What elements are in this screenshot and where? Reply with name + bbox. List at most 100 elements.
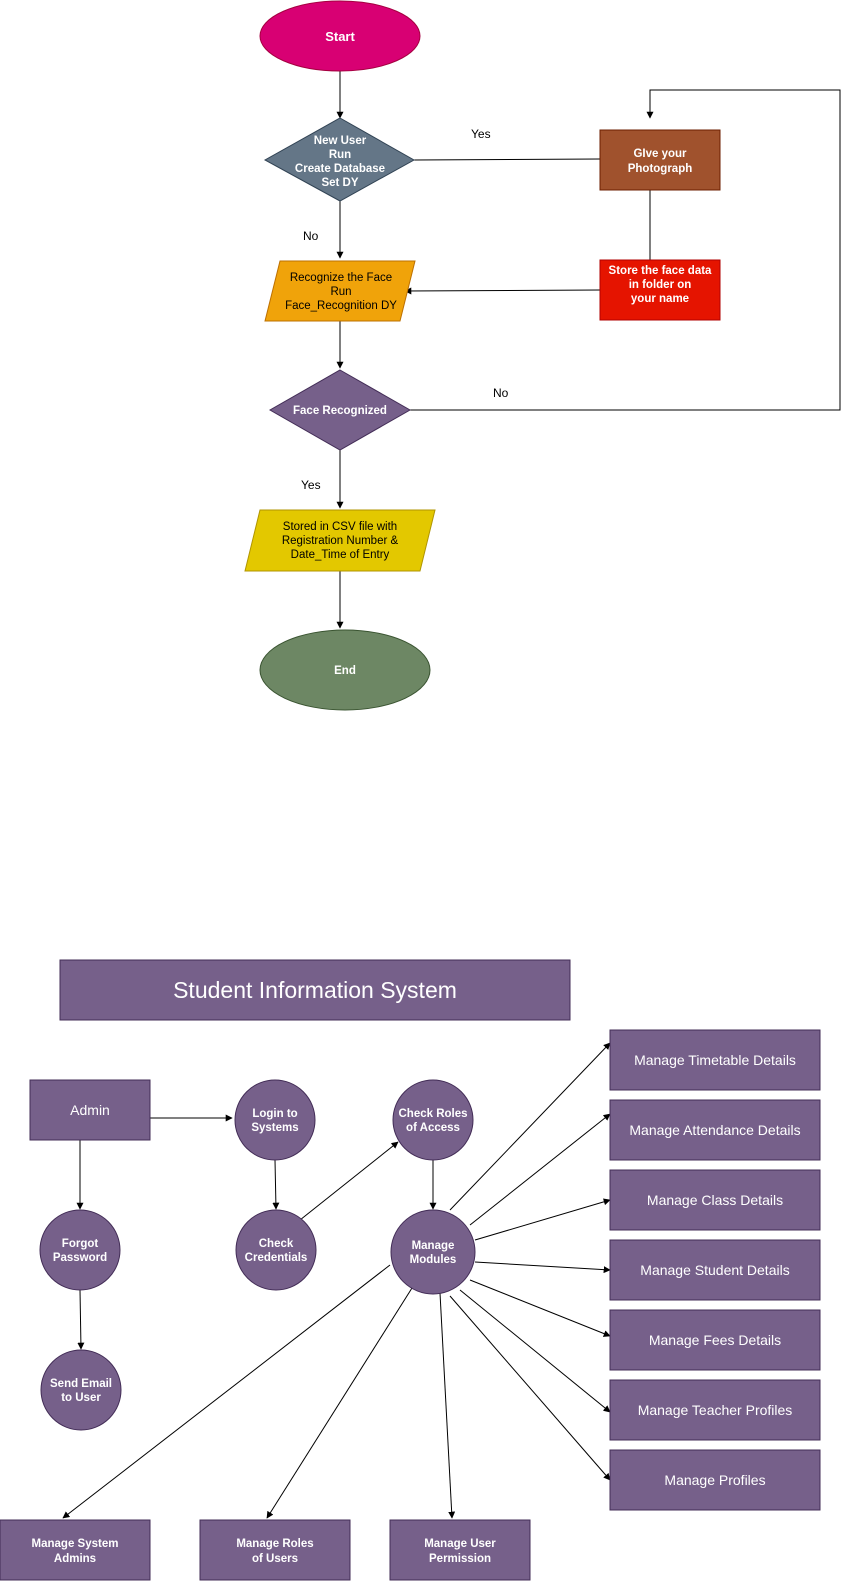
flowchart: Start New User Run Create Database Set D… xyxy=(244,0,841,711)
module-roles-users: Manage Roles of Users xyxy=(199,1519,351,1581)
arrow-store-to-recognize xyxy=(404,287,601,295)
store-face-rect xyxy=(599,259,721,321)
arrow-credentials-to-roles xyxy=(299,1141,399,1221)
module-fees: Manage Fees Details xyxy=(609,1309,821,1371)
face-recognized-decision: Face Recognized xyxy=(268,369,412,451)
arrow-modules-to-roles-users xyxy=(266,1287,413,1519)
end-ellipse xyxy=(259,629,431,711)
check-credentials-node: Check Credentials xyxy=(235,1209,317,1291)
module-class-label: Manage Class Details xyxy=(647,1192,783,1208)
sis-diagram: Student Information System Admin xyxy=(0,959,821,1581)
module-student: Manage Student Details xyxy=(609,1239,821,1301)
sis-title-box xyxy=(59,959,571,1021)
start-label: Start xyxy=(325,29,355,44)
module-system-admins-line-1: Manage System xyxy=(32,1538,119,1550)
edge-label-no-left: No xyxy=(303,229,319,243)
check-roles-node: Check Roles of Access xyxy=(392,1079,474,1161)
give-photo-node: GIve your Photograph xyxy=(599,129,721,191)
module-attendance-rect xyxy=(609,1099,821,1161)
module-profiles-rect xyxy=(609,1449,821,1511)
give-photo-line-2: Photograph xyxy=(628,163,693,175)
module-system-admins: Manage System Admins xyxy=(0,1519,151,1581)
edge-label-no-right: No xyxy=(493,386,509,400)
recognize-line-3: Face_Recognition DY xyxy=(285,300,397,312)
check-roles-line-1: Check Roles xyxy=(398,1108,467,1120)
manage-modules-line-1: Manage xyxy=(412,1240,455,1252)
module-user-permission-rect xyxy=(389,1519,531,1581)
check-credentials-line-2: Credentials xyxy=(245,1252,308,1264)
new-user-diamond xyxy=(263,117,416,202)
store-face-line-2: in folder on xyxy=(629,279,692,291)
recognize-line-1: Recognize the Face xyxy=(290,272,392,284)
module-teacher-label: Manage Teacher Profiles xyxy=(638,1402,793,1418)
edge-label-yes-bottom: Yes xyxy=(301,478,321,492)
stored-csv-line-1: Stored in CSV file with xyxy=(283,521,397,533)
module-roles-users-rect xyxy=(199,1519,351,1581)
module-profiles: Manage Profiles xyxy=(609,1449,821,1511)
check-credentials-circle xyxy=(235,1209,317,1291)
module-roles-users-line-2: of Users xyxy=(252,1553,298,1565)
module-roles-users-line-1: Manage Roles xyxy=(236,1538,313,1550)
module-user-permission: Manage User Permission xyxy=(389,1519,531,1581)
module-fees-label: Manage Fees Details xyxy=(649,1332,781,1348)
module-teacher-rect xyxy=(609,1379,821,1441)
arrow-forgot-to-email xyxy=(77,1289,85,1350)
bottom-modules: Manage System Admins Manage Roles of Use… xyxy=(0,1519,531,1581)
send-email-line-2: to User xyxy=(61,1392,101,1404)
module-timetable-rect xyxy=(609,1029,821,1091)
end-node: End xyxy=(259,629,431,711)
sis-title: Student Information System xyxy=(173,977,457,1003)
manage-modules-circle xyxy=(390,1209,476,1295)
module-profiles-label: Manage Profiles xyxy=(664,1472,765,1488)
arrow-modules-to-student xyxy=(474,1261,611,1274)
stored-csv-line-3: Date_Time of Entry xyxy=(291,549,390,561)
arrow-modules-to-class xyxy=(474,1198,611,1241)
check-credentials-line-1: Check xyxy=(259,1238,294,1250)
admin-label: Admin xyxy=(70,1102,110,1118)
module-teacher: Manage Teacher Profiles xyxy=(609,1379,821,1441)
module-student-rect xyxy=(609,1239,821,1301)
store-face-line-3: your name xyxy=(631,293,689,305)
give-photo-line-1: GIve your xyxy=(633,148,687,160)
give-photo-rect xyxy=(599,129,721,191)
module-user-permission-line-2: Permission xyxy=(429,1553,491,1565)
send-email-line-1: Send Email xyxy=(50,1378,112,1390)
arrow-modules-to-attendance xyxy=(469,1113,611,1226)
stored-csv-parallelogram xyxy=(244,509,436,572)
admin-rect xyxy=(29,1079,151,1141)
module-fees-rect xyxy=(609,1309,821,1371)
check-roles-line-2: of Access xyxy=(406,1122,460,1134)
arrow-modules-to-timetable xyxy=(449,1042,611,1211)
login-line-2: Systems xyxy=(251,1122,298,1134)
face-recognized-label: Face Recognized xyxy=(293,405,387,417)
new-user-line-2: Run xyxy=(329,149,351,161)
arrow-no-loop-to-photo xyxy=(410,89,841,411)
arrow-modules-to-profiles xyxy=(449,1295,611,1481)
recognize-node: Recognize the Face Run Face_Recognition … xyxy=(264,260,416,322)
forgot-password-node: Forgot Password xyxy=(39,1209,121,1291)
module-timetable: Manage Timetable Details xyxy=(609,1029,821,1091)
arrow-modules-to-system-admins xyxy=(62,1264,391,1519)
recognize-line-2: Run xyxy=(330,286,351,298)
end-label: End xyxy=(334,665,356,677)
forgot-password-line-1: Forgot xyxy=(62,1238,99,1250)
forgot-password-circle xyxy=(39,1209,121,1291)
start-ellipse xyxy=(259,0,421,72)
recognize-parallelogram xyxy=(264,260,416,322)
admin-node: Admin xyxy=(29,1079,151,1141)
module-attendance-label: Manage Attendance Details xyxy=(629,1122,800,1138)
edge-label-yes-top: Yes xyxy=(471,127,491,141)
module-timetable-label: Manage Timetable Details xyxy=(634,1052,796,1068)
new-user-line-4: Set DY xyxy=(321,177,358,189)
store-face-node: Store the face data in folder on your na… xyxy=(599,259,721,321)
arrow-modules-to-fees xyxy=(469,1279,611,1337)
send-email-node: Send Email to User xyxy=(40,1349,122,1431)
sis-connectors xyxy=(62,1042,611,1519)
start-node: Start xyxy=(259,0,421,72)
new-user-decision: New User Run Create Database Set DY xyxy=(263,117,416,202)
right-modules: Manage Timetable Details Manage Attendan… xyxy=(609,1029,821,1511)
stored-csv-line-2: Registration Number & xyxy=(282,535,399,547)
login-circle xyxy=(234,1079,316,1161)
line-newuser-to-photo xyxy=(413,158,601,161)
